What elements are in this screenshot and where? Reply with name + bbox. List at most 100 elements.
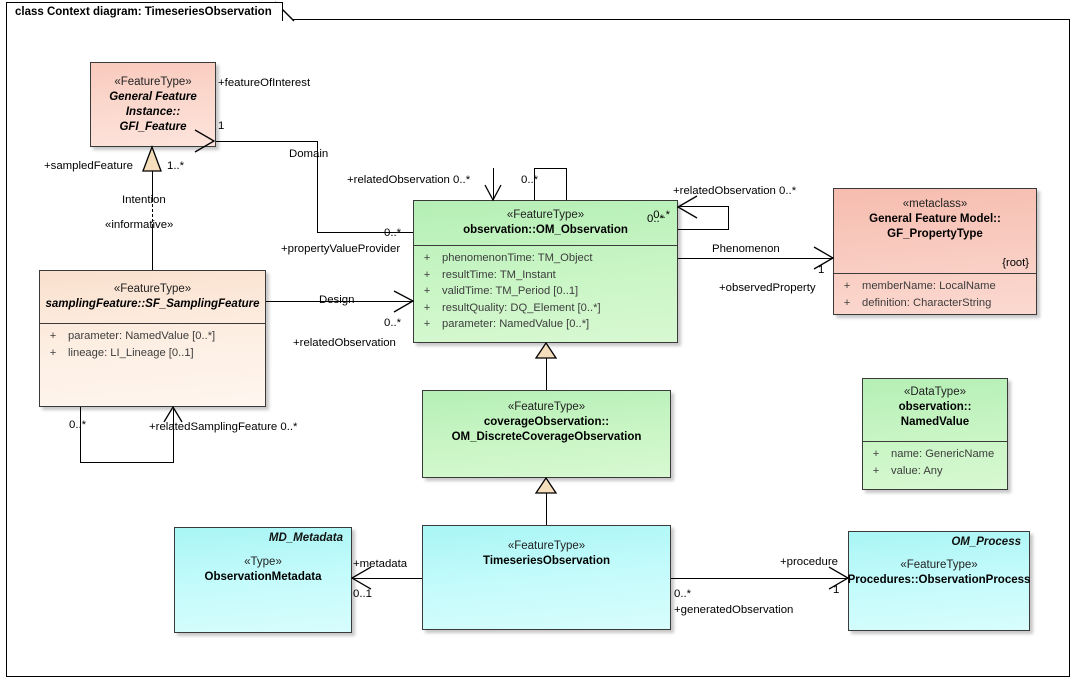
class-name-line-1: General Feature <box>109 90 197 103</box>
label-procedure: +procedure <box>780 556 838 568</box>
attribute-text: definition: CharacterString <box>862 296 992 309</box>
class-stereotype: «FeatureType» <box>900 559 978 571</box>
attribute-visibility: + <box>423 318 431 330</box>
class-box-gfi-feature[interactable]: «FeatureType» General Feature Instance::… <box>90 62 216 147</box>
class-attribute: + validTime: TM_Period [0..1] <box>414 283 677 300</box>
connector-gen-timeseries-to-coverage <box>546 492 548 525</box>
class-qualified-type-label: OM_Process <box>951 536 1021 548</box>
label-metadata: +metadata <box>353 558 408 570</box>
connector-domain-vertical <box>317 141 319 233</box>
class-attribute: + value: Any <box>863 463 1007 480</box>
connector-topleft-loop-top <box>534 168 566 170</box>
connector-procedure-line <box>671 578 848 580</box>
class-attribute-list: + name: GenericName + value: Any <box>863 441 1007 485</box>
class-box-namedvalue[interactable]: «DataType» observation:: NamedValue + na… <box>862 378 1008 490</box>
class-name-line-2: OM_DiscreteCoverageObservation <box>451 431 642 443</box>
attribute-text: parameter: NamedValue [0..*] <box>442 318 590 330</box>
connector-gen-coverage-to-observation <box>546 357 548 390</box>
connector-design-line <box>266 301 413 303</box>
label-metadata-mult: 0..1 <box>353 588 372 600</box>
attribute-text: resultTime: TM_Instant <box>442 268 556 281</box>
connector-intention-dash <box>152 199 153 227</box>
label-related-sampling-mult: 0..* <box>69 419 87 431</box>
class-name-line-1: ObservationMetadata <box>204 571 322 583</box>
class-attribute-list: + phenomenonTime: TM_Object + resultTime… <box>414 245 677 339</box>
class-attribute: + definition: CharacterString <box>834 295 1036 312</box>
class-attribute: + resultQuality: DQ_Element [0..*] <box>414 300 677 317</box>
class-box-observationmetadata[interactable]: MD_Metadata «Type» ObservationMetadata <box>174 527 352 633</box>
connector-intention-lower <box>152 227 154 272</box>
label-design: Design <box>319 294 355 306</box>
label-procedure-mult: 1 <box>833 584 840 596</box>
connector-self-right <box>728 206 730 230</box>
attribute-visibility: + <box>423 301 431 314</box>
class-name-line-1: Procedures::ObservationProcess <box>847 574 1031 586</box>
class-box-om-discretecoverageobservation[interactable]: «FeatureType» coverageObservation:: OM_D… <box>422 390 671 478</box>
attribute-text: validTime: TM_Period [0..1] <box>442 285 579 297</box>
class-name-line-1: TimeseriesObservation <box>483 555 610 567</box>
class-attribute: + phenomenonTime: TM_Object <box>414 250 677 267</box>
connector-domain-horizontal-upper <box>215 141 318 143</box>
connector-topleft-loop-right <box>566 168 568 200</box>
class-box-timeseriesobservation[interactable]: «FeatureType» TimeseriesObservation <box>422 525 671 630</box>
class-stereotype: «FeatureType» <box>507 401 586 413</box>
label-self-related-observation: +relatedObservation 0..* <box>673 185 797 197</box>
class-stereotype: «Type» <box>244 556 282 568</box>
class-name-line-1: coverageObservation:: <box>483 416 610 428</box>
attribute-text: name: GenericName <box>891 448 995 460</box>
class-attribute: + lineage: LI_Lineage [0..1] <box>40 345 265 362</box>
class-multiplicity-tag: 0..* <box>653 209 670 221</box>
class-name-line-1: General Feature Model:: <box>869 213 1001 225</box>
class-stereotype: «FeatureType» <box>507 540 586 552</box>
attribute-visibility: + <box>843 296 851 309</box>
class-stereotype: «metaclass» <box>902 198 968 210</box>
attribute-visibility: + <box>872 448 880 460</box>
connector-relatedsampling-bottom <box>80 462 174 464</box>
label-generated-observation: +generatedObservation <box>674 604 794 616</box>
class-attribute: + name: GenericName <box>863 446 1007 463</box>
label-sampled-feature-mult: 1..* <box>167 160 185 172</box>
label-observed-property: +observedProperty <box>719 282 816 294</box>
connector-domain-horizontal-lower <box>317 232 413 234</box>
class-attribute-list: + memberName: LocalName + definition: Ch… <box>834 273 1036 317</box>
label-phenomenon: Phenomenon <box>712 243 780 255</box>
label-domain: Domain <box>289 148 329 160</box>
label-intention: Intention <box>122 194 166 206</box>
class-root-tag: {root} <box>1002 257 1029 269</box>
class-box-observationprocess[interactable]: OM_Process «FeatureType» Procedures::Obs… <box>848 531 1030 631</box>
class-stereotype: «DataType» <box>903 386 966 398</box>
class-box-sf-samplingfeature[interactable]: «FeatureType» samplingFeature::SF_Sampli… <box>39 270 266 407</box>
label-design-mult: 0..* <box>384 317 402 329</box>
class-name-line-1: observation:: <box>898 401 972 413</box>
label-related-sampling-feature: +relatedSamplingFeature 0..* <box>149 421 298 433</box>
class-stereotype: «FeatureType» <box>114 75 192 88</box>
attribute-visibility: + <box>49 346 57 359</box>
class-attribute: + resultTime: TM_Instant <box>414 267 677 284</box>
class-name-line-2: NamedValue <box>900 416 970 428</box>
attribute-text: parameter: NamedValue [0..*] <box>68 330 216 342</box>
label-sampled-feature: +sampledFeature <box>44 160 133 172</box>
class-stereotype: «FeatureType» <box>113 283 192 295</box>
attribute-visibility: + <box>843 280 851 292</box>
label-foi-multiplicity: 1 <box>218 120 225 132</box>
class-name-line-2: GF_PropertyType <box>887 228 983 240</box>
label-related-observation-domain: +relatedObservation 0..* <box>347 174 471 186</box>
label-related-observation-design: +relatedObservation <box>293 337 396 349</box>
class-attribute: + memberName: LocalName <box>834 278 1036 295</box>
label-domain-top-mult: 0..* <box>521 174 539 186</box>
diagram-title: class Context diagram: TimeseriesObserva… <box>15 6 272 18</box>
class-attribute: + parameter: NamedValue [0..*] <box>414 316 677 333</box>
connector-metadata-line <box>352 578 422 580</box>
label-property-value-provider: +propertyValueProvider <box>281 243 401 255</box>
connector-intention-upper <box>152 171 154 199</box>
class-box-om-observation[interactable]: «FeatureType» observation::OM_Observatio… <box>413 200 678 343</box>
connector-topleft-loop-left <box>534 168 536 200</box>
label-feature-of-interest: +featureOfInterest <box>218 77 311 89</box>
connector-self-top <box>678 206 729 208</box>
label-generated-observation-mult: 0..* <box>674 588 692 600</box>
class-box-gf-propertytype[interactable]: «metaclass» General Feature Model:: GF_P… <box>833 188 1037 315</box>
attribute-visibility: + <box>872 464 880 477</box>
label-informative-stereotype: «informative» <box>105 219 174 231</box>
connector-relatedsampling-left <box>80 407 82 463</box>
connector-relatedobservation-top-vertical <box>493 168 495 200</box>
